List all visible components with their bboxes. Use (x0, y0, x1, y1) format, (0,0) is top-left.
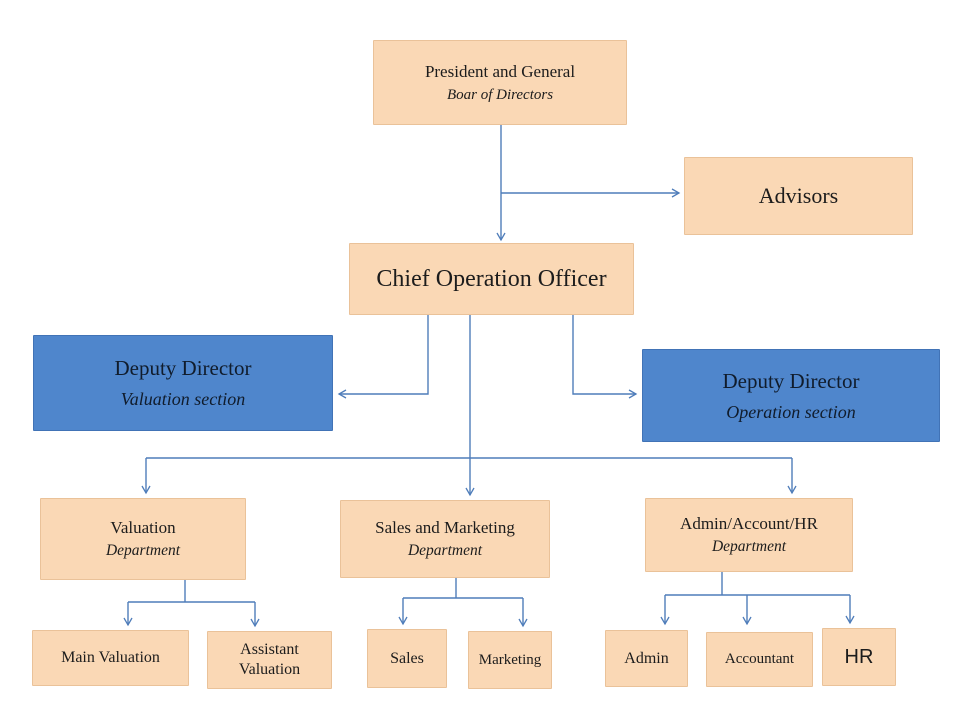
node-president: President and General Boar of Directors (373, 40, 627, 125)
node-admin-account-hr-department: Admin/Account/HR Department (645, 498, 853, 572)
node-hr-title: HR (844, 645, 874, 668)
node-valuation-department: Valuation Department (40, 498, 246, 580)
node-marketing: Marketing (468, 631, 552, 689)
node-main-valuation: Main Valuation (32, 630, 189, 686)
node-deputy-director-valuation: Deputy Director Valuation section (33, 335, 333, 431)
node-valuation-dept-subtitle: Department (105, 542, 181, 560)
node-admin-title: Admin (624, 649, 669, 667)
node-sales-dept-title: Sales and Marketing (375, 518, 515, 538)
node-accountant-title: Accountant (724, 651, 795, 668)
node-sales-marketing-department: Sales and Marketing Department (340, 500, 550, 578)
node-president-title: President and General (424, 61, 576, 81)
node-valuation-dept-title: Valuation (110, 518, 176, 538)
node-admin-dept-subtitle: Department (711, 538, 787, 556)
connector-coo-to-deputy-valuation (337, 315, 429, 399)
connector-coo-to-deputy-operation (572, 315, 638, 399)
node-sales-title: Sales (390, 649, 424, 667)
node-sales-dept-subtitle: Department (407, 542, 483, 560)
node-assistant-valuation-title: Assistant Valuation (238, 641, 301, 678)
node-admin: Admin (605, 630, 688, 687)
node-advisors: Advisors (684, 157, 913, 235)
node-deputy-valuation-title: Deputy Director (114, 356, 252, 381)
node-deputy-operation-subtitle: Operation section (726, 401, 856, 422)
node-admin-dept-title: Admin/Account/HR (680, 514, 818, 534)
node-marketing-title: Marketing (478, 651, 542, 668)
node-advisors-title: Advisors (758, 183, 839, 209)
node-chief-operation-officer: Chief Operation Officer (349, 243, 634, 315)
node-sales: Sales (367, 629, 447, 688)
node-deputy-operation-title: Deputy Director (722, 368, 860, 393)
node-hr: HR (822, 628, 896, 686)
node-coo-title: Chief Operation Officer (376, 266, 607, 292)
node-deputy-valuation-subtitle: Valuation section (120, 389, 246, 410)
node-accountant: Accountant (706, 632, 813, 687)
node-deputy-director-operation: Deputy Director Operation section (642, 349, 940, 442)
node-main-valuation-title: Main Valuation (61, 649, 160, 666)
node-president-subtitle: Boar of Directors (446, 86, 554, 103)
node-assistant-valuation: Assistant Valuation (207, 631, 332, 689)
